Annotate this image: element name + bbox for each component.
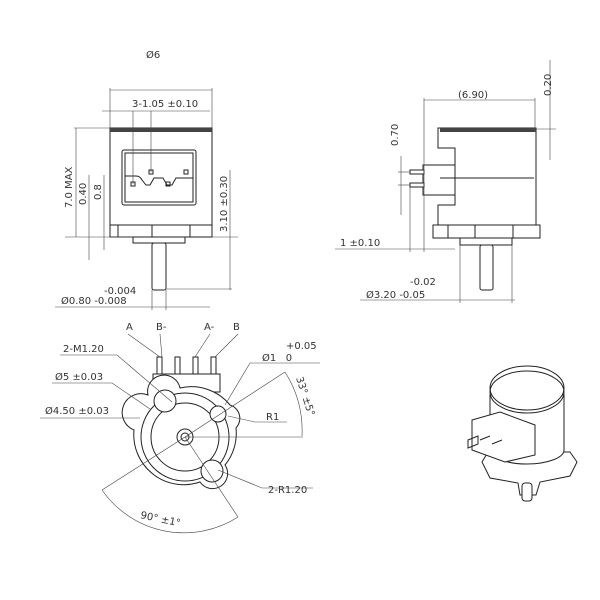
dim-thread: 2-M1.20 xyxy=(63,344,104,355)
iso-top xyxy=(489,365,565,411)
iso-connector xyxy=(471,411,536,463)
dim-cap: 0.20 xyxy=(543,74,554,96)
dim-pin-gap: 1 ±0.10 xyxy=(340,238,380,249)
side-flange xyxy=(432,224,541,239)
mount-hole xyxy=(153,389,177,413)
pin-label-a: A xyxy=(126,322,133,333)
side-shaft xyxy=(479,244,494,291)
mount-hole xyxy=(209,405,227,423)
top-cap xyxy=(110,128,212,132)
dim-hole-diameter: Ø1 0 xyxy=(262,352,292,364)
dim-lobe-radius: 2-R1.20 xyxy=(268,485,307,496)
dim-shaft-diameter: Ø0.80 -0.008 xyxy=(61,295,127,307)
dim-pin-pitch: 3-1.05 ±0.10 xyxy=(132,99,198,110)
dim-040: 0.40 xyxy=(78,183,89,205)
dim-diameter: Ø6 xyxy=(146,49,160,61)
shaft xyxy=(151,242,167,291)
dim-shaft-tol: -0.004 xyxy=(104,286,136,297)
dim-inner-diameter: Ø4.50 ±0.03 xyxy=(45,405,109,417)
dim-height-max: 7.0 MAX xyxy=(64,166,75,208)
pin-label-a-minus: A- xyxy=(204,322,215,333)
dim-shaft-height: 3.10 ±0.30 xyxy=(219,176,230,232)
dim-outer-diameter: Ø5 ±0.03 xyxy=(55,371,103,383)
side-view: (6.90) 0.20 0.70 1 ±0.10 -0.02 Ø3.20 -0.… xyxy=(335,60,556,303)
dim-length: (6.90) xyxy=(458,90,488,101)
mounting-flange xyxy=(109,224,213,238)
pin-lower xyxy=(409,182,425,188)
dim-angle-90: 90° ±1° xyxy=(139,510,181,529)
front-view: Ø6 3-1.05 ±0.10 7.0 MAX 0.40 0.8 3.10 ±0… xyxy=(55,49,238,310)
pin-label-b-minus: B- xyxy=(156,322,167,333)
isometric-view xyxy=(467,365,578,502)
dim-pin-offset: 0.70 xyxy=(390,124,401,146)
pin-label-b: B xyxy=(233,322,240,333)
pin-upper xyxy=(409,169,425,175)
dim-08: 0.8 xyxy=(93,184,104,200)
dim-hole-tol: +0.05 xyxy=(286,341,317,352)
side-body xyxy=(437,127,537,226)
bottom-view: A B- A- B 2-M1.20 Ø5 ±0.03 Ø4.50 ±0.03 +… xyxy=(40,322,320,534)
mount-hole xyxy=(200,459,224,483)
dim-boss-diameter: Ø3.20 -0.05 xyxy=(366,289,425,301)
dim-boss-tol: -0.02 xyxy=(410,277,436,288)
dim-radius: R1 xyxy=(266,412,279,423)
